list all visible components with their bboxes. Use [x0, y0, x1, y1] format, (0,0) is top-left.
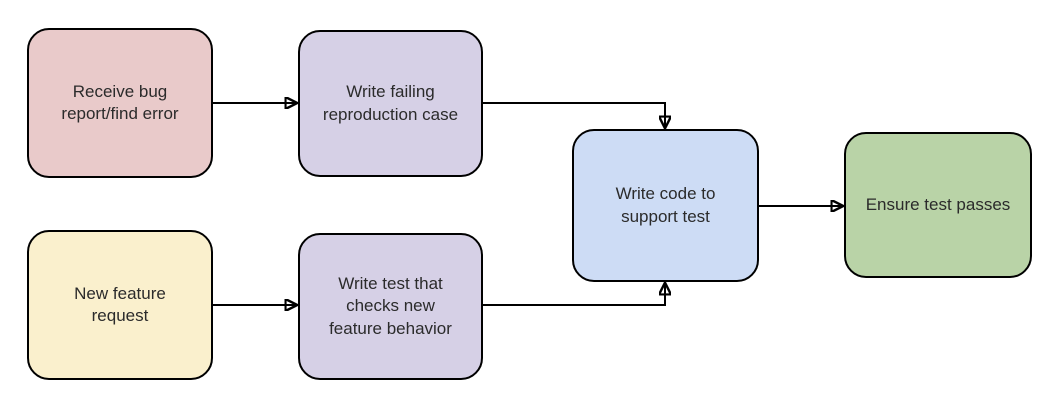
node-new-feature-request: New feature request	[27, 230, 213, 380]
node-write-code-to-support-test-label: Write code to support test	[615, 184, 716, 226]
node-ensure-test-passes-label: Ensure test passes	[865, 194, 1011, 214]
edge-test-to-code-arrow	[483, 285, 665, 306]
node-write-test-checks-new-feature-behavior: Write test that checks new feature behav…	[298, 233, 483, 380]
node-receive-bug-report-label: Receive bug report/find error	[61, 81, 179, 123]
node-new-feature-request-label: New feature request	[74, 283, 166, 325]
node-ensure-test-passes: Ensure test passes	[844, 132, 1032, 278]
node-write-failing-reproduction-case-label: Write failing reproduction case	[322, 82, 459, 124]
node-write-failing-reproduction-case: Write failing reproduction case	[298, 30, 483, 177]
node-write-code-to-support-test: Write code to support test	[572, 129, 759, 282]
node-write-test-checks-new-feature-behavior-label: Write test that checks new feature behav…	[329, 273, 452, 338]
node-receive-bug-report: Receive bug report/find error	[27, 28, 213, 178]
edge-repro-to-code-arrow	[483, 102, 665, 126]
